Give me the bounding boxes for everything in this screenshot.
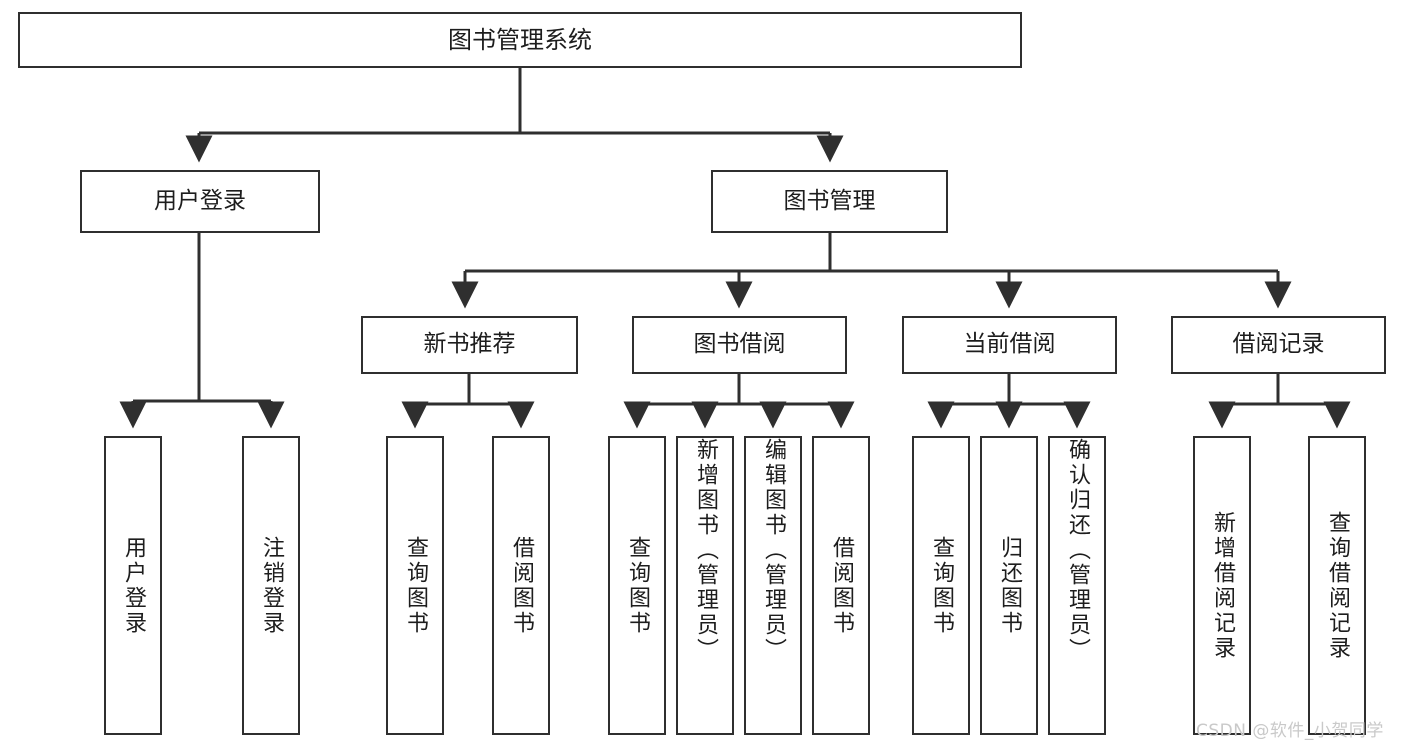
node-label: 注销登录 bbox=[259, 535, 284, 636]
node-label: 查询图书 bbox=[929, 535, 954, 636]
leaf-query-book-current[interactable]: 查询图书 bbox=[912, 436, 970, 735]
csdn-watermark: CSDN @软件_小贺同学 bbox=[1196, 721, 1384, 741]
leaf-return-book[interactable]: 归还图书 bbox=[980, 436, 1038, 735]
leaf-query-book-recommend[interactable]: 查询图书 bbox=[386, 436, 444, 735]
node-label: 借阅图书 bbox=[509, 535, 534, 636]
leaf-query-book-borrow[interactable]: 查询图书 bbox=[608, 436, 666, 735]
node-borrow-records[interactable]: 借阅记录 bbox=[1171, 316, 1386, 374]
node-label: 查询图书 bbox=[625, 535, 650, 636]
node-label: 新增借阅记录 bbox=[1210, 510, 1235, 661]
node-label: 确认归还（管理员） bbox=[1065, 438, 1090, 663]
leaf-query-borrow-record[interactable]: 查询借阅记录 bbox=[1308, 436, 1366, 735]
node-label: 查询借阅记录 bbox=[1325, 510, 1350, 661]
node-label: 借阅图书 bbox=[829, 535, 854, 636]
node-label: 编辑图书（管理员） bbox=[761, 438, 786, 663]
leaf-confirm-return-admin[interactable]: 确认归还（管理员） bbox=[1048, 436, 1106, 735]
node-current-borrowing[interactable]: 当前借阅 bbox=[902, 316, 1117, 374]
node-label: 用户登录 bbox=[121, 535, 146, 636]
leaf-borrow-book-recommend[interactable]: 借阅图书 bbox=[492, 436, 550, 735]
node-user-login[interactable]: 用户登录 bbox=[80, 170, 320, 233]
node-root-system[interactable]: 图书管理系统 bbox=[18, 12, 1022, 68]
node-label: 借阅记录 bbox=[1232, 331, 1325, 358]
node-label: 查询图书 bbox=[403, 535, 428, 636]
node-book-management[interactable]: 图书管理 bbox=[711, 170, 948, 233]
leaf-add-book-admin[interactable]: 新增图书（管理员） bbox=[676, 436, 734, 735]
leaf-user-login[interactable]: 用户登录 bbox=[104, 436, 162, 735]
leaf-borrow-book[interactable]: 借阅图书 bbox=[812, 436, 870, 735]
node-label: 图书借阅 bbox=[693, 331, 786, 358]
leaf-edit-book-admin[interactable]: 编辑图书（管理员） bbox=[744, 436, 802, 735]
leaf-add-borrow-record[interactable]: 新增借阅记录 bbox=[1193, 436, 1251, 735]
node-new-book-recommendation[interactable]: 新书推荐 bbox=[361, 316, 578, 374]
node-book-borrowing[interactable]: 图书借阅 bbox=[632, 316, 847, 374]
node-label: 用户登录 bbox=[154, 187, 246, 214]
node-label: 图书管理系统 bbox=[448, 25, 592, 54]
node-label: 归还图书 bbox=[997, 535, 1022, 636]
leaf-logout[interactable]: 注销登录 bbox=[242, 436, 300, 735]
node-label: 新增图书（管理员） bbox=[693, 438, 718, 663]
node-label: 新书推荐 bbox=[423, 331, 516, 358]
node-label: 图书管理 bbox=[783, 187, 876, 214]
node-label: 当前借阅 bbox=[963, 331, 1056, 358]
